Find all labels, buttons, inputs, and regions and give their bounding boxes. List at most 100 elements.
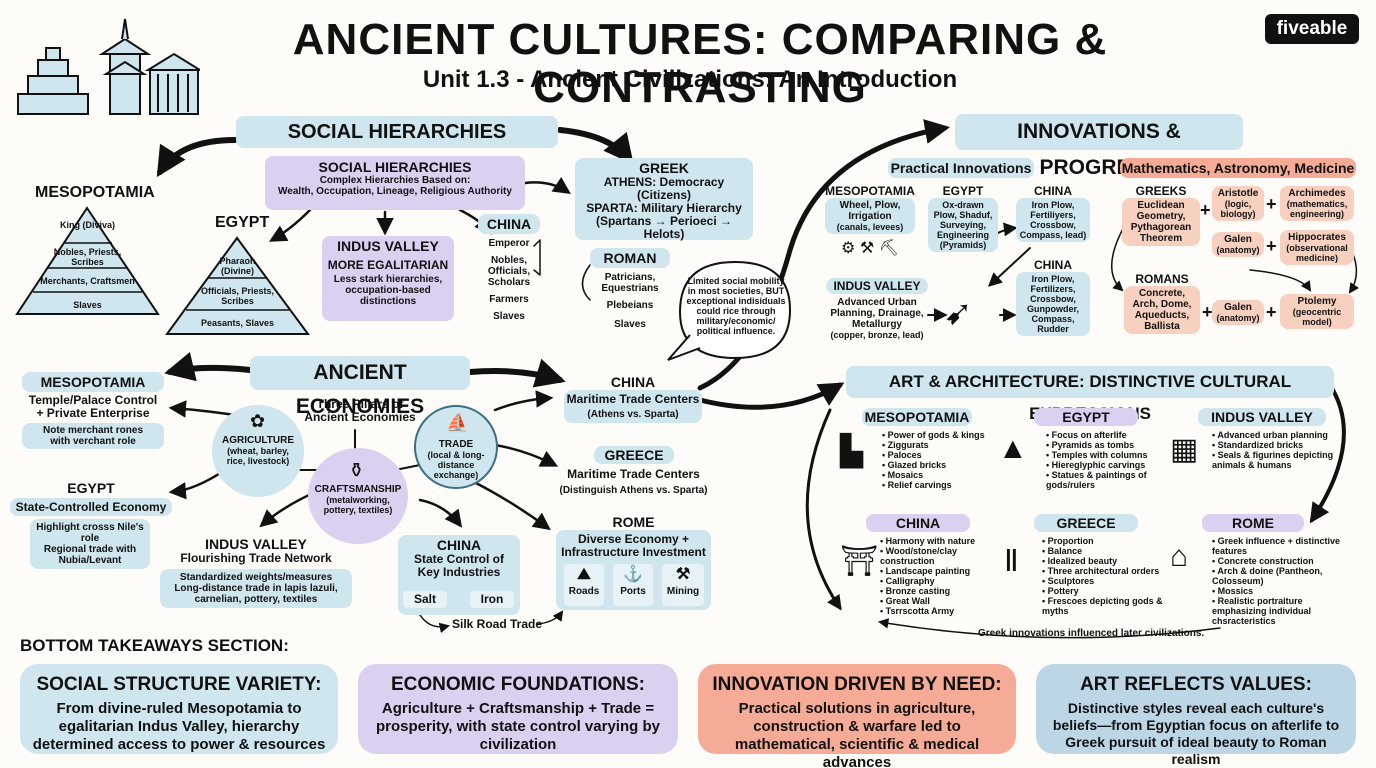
silk-road-label: Silk Road Trade	[452, 617, 543, 631]
agri-label: AGRICULTURE	[221, 435, 295, 446]
innov-text: Theorem	[1139, 233, 1183, 244]
salt-tag: Salt	[403, 591, 447, 608]
trade-label: TRADE	[438, 439, 474, 450]
practical-heading: Practical Innovations	[888, 158, 1034, 178]
econ-egypt-list: Highlight crosss Nile's role Regional tr…	[30, 519, 150, 569]
social-china-label: CHINA	[478, 214, 540, 234]
social-greek-box: GREEK ATHENS: Democracy (Citizens) SPART…	[575, 158, 753, 241]
innov-text: Compass, lead)	[1019, 230, 1087, 240]
innov-text: medicine)	[1295, 253, 1338, 263]
wheel-plow-icons: ⚙ ⚒ ⛏	[841, 240, 899, 257]
econ-greece-sub: (Distinguish Athens vs. Sparta)	[559, 485, 708, 496]
innov-indus: INDUS VALLEY Advanced Urban Planning, Dr…	[826, 278, 928, 340]
art-meso-label: MESOPOTAMIA	[862, 408, 972, 426]
social-roman-level: Slaves	[614, 319, 646, 330]
greek-line: (Citizens)	[637, 188, 691, 202]
social-greek-label: GREEK	[639, 160, 689, 176]
social-indus-title: MORE EGALITARIAN	[327, 258, 449, 272]
innov-text: (Pyramids)	[939, 240, 987, 250]
pyramid-level: Officials, Priests, Scribes	[200, 286, 275, 306]
social-mobility-bubble: Limited social mobility in most societie…	[684, 276, 788, 336]
social-china-level: Slaves	[493, 311, 525, 322]
takeaway-text: From divine-ruled Mesopotamia to egalita…	[32, 700, 326, 753]
takeaway-card-social: SOCIAL STRUCTURE VARIETY: From divine-ru…	[20, 664, 338, 754]
art-item: Frescoes depicting gods & myths	[1042, 596, 1172, 616]
innov-text: Gunpowder,	[1026, 304, 1079, 314]
takeaway-title: SOCIAL STRUCTURE VARIETY:	[36, 674, 322, 695]
innov-china2: CHINA Iron Plow, Fertilizers, Crossbow, …	[1016, 258, 1090, 336]
innov-text: Fertiliyers,	[1030, 210, 1076, 220]
galen2-box: Galen (anatomy)	[1212, 300, 1264, 325]
econ-china-right-label: CHINA	[610, 374, 656, 390]
innov-text: biology)	[1220, 209, 1256, 219]
trade-circle: ⛵ TRADE (local & long-distance exchange)	[414, 405, 498, 489]
art-item: Pottery	[1042, 586, 1172, 596]
innov-text: (mathematics,	[1286, 199, 1348, 209]
econ-greece-title: Maritime Trade Centers	[567, 467, 700, 481]
takeaway-text: Distinctive styles reveal each culture's…	[1052, 700, 1340, 767]
fiveable-logo: fiveable	[1265, 14, 1359, 44]
innov-text: Crossbow,	[1030, 294, 1076, 304]
ancient-buildings-illustration	[10, 14, 204, 118]
innov-text: Hippocrates	[1288, 232, 1346, 243]
craft-label: CRAFTSMANSHIP	[314, 484, 402, 495]
bubble-line: military/economic/	[696, 316, 776, 326]
bubble-line: exceptional indisiduals	[686, 296, 786, 306]
takeaway-card-economic: ECONOMIC FOUNDATIONS: Agriculture + Craf…	[358, 664, 678, 754]
econ-greece-label: GREECE	[594, 446, 674, 464]
art-item: Advanced urban planning	[1212, 430, 1348, 440]
innov-text: Galen	[1224, 234, 1252, 245]
social-china-level: Emperor	[488, 238, 530, 249]
art-indus: INDUS VALLEY ▦ Advanced urban planning S…	[1168, 408, 1348, 470]
art-greece-list: Proportion Balance Idealized beauty Thre…	[1042, 536, 1172, 616]
social-meso-label: MESOPOTAMIA	[35, 184, 155, 201]
innov-indus-label: INDUS VALLEY	[826, 278, 928, 294]
innov-text: (logic,	[1224, 199, 1252, 209]
art-item: Wood/stone/clay construction	[880, 546, 996, 566]
galen-box: Galen (anatomy)	[1212, 232, 1264, 257]
innov-egypt-box: Ox-drawn Plow, Shaduf, Surveying, Engine…	[928, 198, 998, 252]
innov-china1-label: CHINA	[1034, 184, 1072, 198]
econ-rome-title: Diverse Economy +	[577, 532, 690, 546]
art-item: Concrete construction	[1212, 556, 1358, 566]
port-icon: ⚓	[623, 566, 643, 583]
innov-text: engineering)	[1289, 209, 1344, 219]
social-roman-level: Plebeians	[606, 300, 654, 311]
econ-china-right-box: Maritime Trade Centers (Athens vs. Spart…	[564, 390, 702, 423]
econ-rome: ROME Diverse Economy + Infrastructure In…	[556, 514, 711, 610]
innov-text: Planning, Drainage,	[830, 308, 924, 319]
innov-text: Advanced Urban	[837, 297, 917, 308]
art-item: Relief carvings	[882, 480, 998, 490]
art-indus-list: Advanced urban planning Standardized bri…	[1212, 430, 1348, 470]
art-item: Harmony with nature	[880, 536, 996, 546]
art-item: Greek influence + distinctive features	[1212, 536, 1358, 556]
innov-text: Rudder	[1037, 324, 1069, 334]
art-item: Focus on afterlife	[1046, 430, 1166, 440]
innov-greeks-label: GREEKS	[1135, 184, 1187, 198]
innov-text: Arch, Dome,	[1132, 299, 1192, 310]
pillars-text: Three Pillars of	[316, 397, 404, 411]
innov-text: Plow, Shaduf,	[933, 210, 993, 220]
innov-meso-box: Wheel, Plow, Irrigation (canals, levees)	[825, 198, 915, 234]
pyramid-level: Peasants, Slaves	[200, 318, 275, 328]
art-item: Power of gods & kings	[882, 430, 998, 440]
ship-icon: ⛵	[446, 413, 469, 433]
plus-sign: +	[1266, 194, 1277, 214]
econ-indus: INDUS VALLEY Flourishing Trade Network S…	[160, 536, 352, 608]
roads-tile: ⛰Roads	[564, 564, 604, 606]
art-item: Proportion	[1042, 536, 1172, 546]
plus-sign: +	[1266, 302, 1277, 322]
pyramid-level: Nobles, Priests, Scribes	[53, 247, 122, 267]
innov-greeks-box: Euclidean Geometry, Pythagorean Theorem	[1122, 198, 1200, 246]
takeaway-card-innovation: INNOVATION DRIVEN BY NEED: Practical sol…	[698, 664, 1016, 768]
econ-meso-label: MESOPOTAMIA	[22, 372, 164, 392]
pyramid-level: Pharaoh (Divine)	[219, 256, 256, 276]
art-china-list: Harmony with nature Wood/stone/clay cons…	[880, 536, 996, 616]
econ-china-right-sub: (Athens vs. Sparta)	[587, 409, 679, 420]
innov-text: Pythagorean	[1130, 222, 1192, 233]
econ-egypt-item: Highlight crosss Nile's role	[36, 522, 144, 544]
social-roman: ROMAN Patricians, Equestrians Plebeians …	[590, 248, 670, 330]
mining-label: Mining	[666, 586, 700, 597]
social-indus-text: occupation-based	[345, 285, 431, 296]
art-item: Paloces	[882, 450, 998, 460]
